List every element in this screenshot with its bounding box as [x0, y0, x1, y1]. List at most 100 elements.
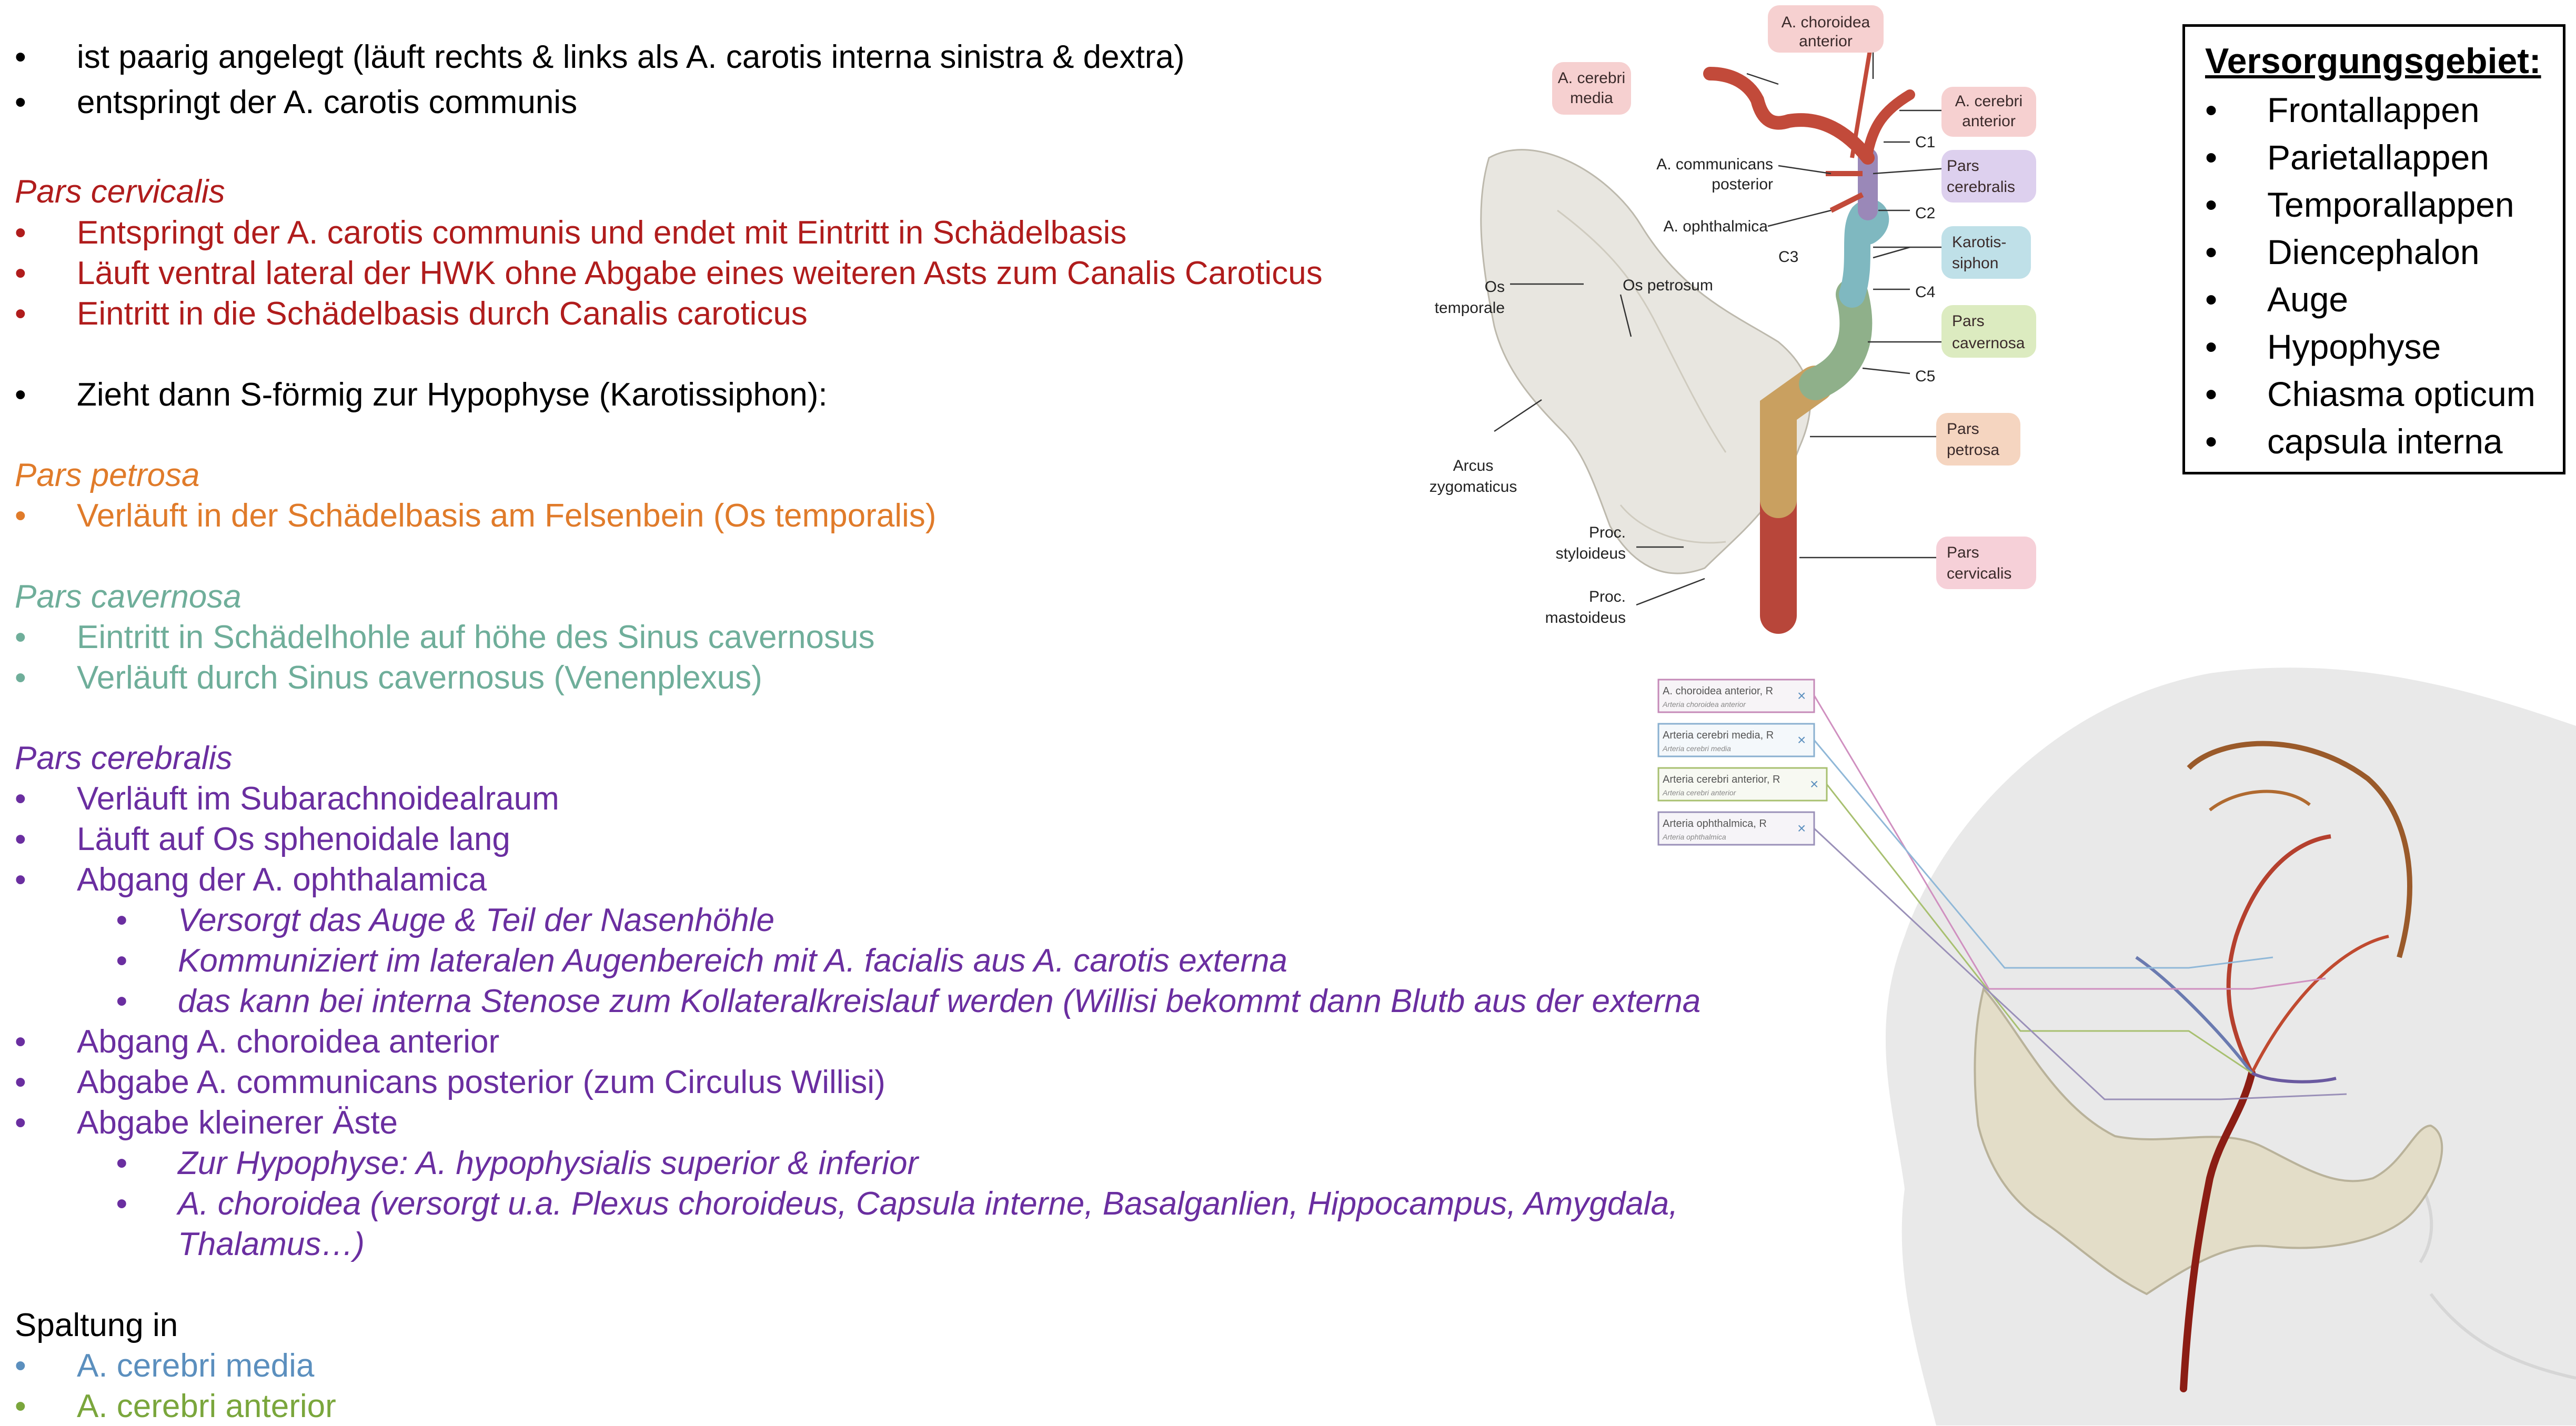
- svg-text:Arteria ophthalmica, R: Arteria ophthalmica, R: [1663, 818, 1767, 830]
- svg-text:cavernosa: cavernosa: [1952, 335, 2025, 352]
- region-label: Frontallappen: [2267, 90, 2480, 129]
- head-3d-figure: A. choroidea anterior, R Arteria choroid…: [1657, 668, 2576, 1425]
- list-item: •Frontallappen: [2205, 90, 2480, 129]
- heading-pars-cervicalis: Pars cervicalis: [15, 174, 225, 210]
- label-karotissiphon: Karotis- siphon: [1941, 226, 2031, 279]
- cervicalis-item: Entspringt der A. carotis communis und e…: [77, 215, 1127, 251]
- bullet: •: [15, 1024, 26, 1060]
- label-arcus: Arcus: [1453, 457, 1494, 474]
- bullet: •: [15, 255, 26, 291]
- heading-pars-cavernosa: Pars cavernosa: [15, 579, 242, 615]
- svg-text:Pars: Pars: [1952, 312, 1985, 330]
- close-icon[interactable]: ×: [1797, 820, 1806, 836]
- label-card-choroidea: A. choroidea anterior, R Arteria choroid…: [1657, 679, 1815, 713]
- label-mastoideus: Proc.: [1589, 588, 1626, 605]
- region-label: Chiasma opticum: [2267, 375, 2535, 413]
- bullet: •: [15, 39, 26, 75]
- region-label: Hypophyse: [2267, 327, 2441, 366]
- cavernosa-item: Eintritt in Schädelhohle auf höhe des Si…: [77, 619, 875, 655]
- cerebralis-item: Abgabe kleinerer Äste: [77, 1105, 398, 1141]
- label-styloideus: styloideus: [1556, 545, 1626, 562]
- cerebralis-item: Verläuft im Subarachnoidealraum: [77, 781, 559, 817]
- region-label: capsula interna: [2267, 422, 2503, 461]
- label-mastoideus: mastoideus: [1545, 609, 1626, 626]
- svg-text:cerebralis: cerebralis: [1947, 178, 2015, 196]
- cervicalis-item: Läuft ventral lateral der HWK ohne Abgab…: [77, 255, 1323, 291]
- cerebralis-item: Abgang A. choroidea anterior: [77, 1024, 500, 1060]
- list-item: •Temporallappen: [2205, 185, 2514, 224]
- branch-sub-item: Zur Hypophyse: A. hypophysialis superior…: [178, 1145, 919, 1181]
- bullet: •: [15, 84, 26, 120]
- petrosa-item: Verläuft in der Schädelbasis am Felsenbe…: [77, 498, 937, 534]
- region-label: Diencephalon: [2267, 232, 2480, 271]
- svg-text:siphon: siphon: [1952, 255, 1998, 272]
- bullet: •: [15, 781, 26, 817]
- svg-text:anterior: anterior: [1962, 113, 2016, 130]
- svg-text:cervicalis: cervicalis: [1947, 565, 2011, 582]
- close-icon[interactable]: ×: [1810, 776, 1818, 792]
- ophthalmica-sub-item: das kann bei interna Stenose zum Kollate…: [178, 983, 1701, 1019]
- bullet: •: [15, 1388, 26, 1424]
- heading-pars-petrosa: Pars petrosa: [15, 457, 200, 493]
- cerebralis-item: Abgang der A. ophthalamica: [77, 862, 487, 898]
- label-styloideus: Proc.: [1589, 524, 1626, 541]
- label-pars-cervicalis: Pars cervicalis: [1936, 537, 2036, 589]
- bullet: •: [116, 943, 127, 979]
- svg-text:petrosa: petrosa: [1947, 441, 1999, 459]
- bullet: •: [15, 1105, 26, 1141]
- label-card-cerebri-media: Arteria cerebri media, R Arteria cerebri…: [1657, 723, 1815, 757]
- siphon-line: Zieht dann S-förmig zur Hypophyse (Karot…: [77, 377, 828, 413]
- label-c3: C3: [1778, 248, 1798, 266]
- close-icon[interactable]: ×: [1797, 732, 1806, 748]
- list-item: •Parietallappen: [2205, 138, 2489, 177]
- svg-text:Arteria cerebri anterior, R: Arteria cerebri anterior, R: [1663, 774, 1780, 785]
- bullet: •: [15, 862, 26, 898]
- bullet: •: [15, 377, 26, 413]
- svg-text:A. cerebri: A. cerebri: [1955, 93, 2022, 110]
- branch-sub-item: A. choroidea (versorgt u.a. Plexus choro…: [178, 1186, 1678, 1222]
- cerebralis-item: Läuft auf Os sphenoidale lang: [77, 821, 510, 857]
- svg-text:A. choroidea: A. choroidea: [1782, 14, 1870, 31]
- bullet: •: [15, 1064, 26, 1100]
- bullet: •: [15, 660, 26, 696]
- label-pars-petrosa: Pars petrosa: [1936, 413, 2020, 466]
- label-pars-cavernosa: Pars cavernosa: [1941, 305, 2036, 358]
- svg-text:Arteria cerebri media: Arteria cerebri media: [1662, 744, 1731, 753]
- ophthalmica-sub-item: Versorgt das Auge & Teil der Nasenhöhle: [178, 902, 774, 938]
- label-c1: C1: [1915, 134, 1935, 151]
- label-cerebri-anterior: A. cerebri anterior: [1941, 87, 2036, 137]
- pars-cavernosa-vessel: [1799, 278, 1873, 400]
- bullet: •: [15, 498, 26, 534]
- label-choroidea: A. choroidea anterior: [1768, 5, 1884, 53]
- intro-line: entspringt der A. carotis communis: [77, 84, 578, 120]
- versorgungsgebiet-title: Versorgungsgebiet:: [2205, 41, 2541, 81]
- heading-pars-cerebralis: Pars cerebralis: [15, 740, 233, 776]
- bullet: •: [116, 983, 127, 1019]
- skull-base-bone: [1974, 986, 2443, 1296]
- versorgungsgebiet-box: Versorgungsgebiet: •Frontallappen •Parie…: [2182, 24, 2565, 474]
- bullet: •: [116, 1186, 127, 1222]
- close-icon[interactable]: ×: [1797, 687, 1806, 704]
- bullet: •: [15, 296, 26, 332]
- label-c2: C2: [1915, 205, 1935, 222]
- carotis-anatomy-figure: A. choroidea anterior A. cerebri media A…: [1430, 5, 2036, 634]
- svg-text:Arteria ophthalmica: Arteria ophthalmica: [1662, 833, 1726, 841]
- label-cerebri-media: A. cerebri media: [1552, 62, 1631, 115]
- svg-text:Arteria choroidea anterior: Arteria choroidea anterior: [1662, 700, 1746, 709]
- split-item: A. cerebri media: [77, 1348, 315, 1384]
- label-os-temporale: temporale: [1435, 299, 1505, 317]
- intro-line: ist paarig angelegt (läuft rechts & link…: [77, 39, 1185, 75]
- label-ophthalmica: A. ophthalmica: [1664, 218, 1768, 235]
- list-item: •capsula interna: [2205, 422, 2503, 461]
- bullet: •: [15, 619, 26, 655]
- split-item: A. cerebri anterior: [77, 1388, 336, 1424]
- list-item: •Diencephalon: [2205, 232, 2480, 271]
- region-label: Parietallappen: [2267, 138, 2489, 177]
- cerebral-vessel: [2226, 834, 2331, 1074]
- pars-petrosa-vessel: [1760, 366, 1834, 518]
- label-arcus: zygomaticus: [1430, 478, 1517, 495]
- label-c4: C4: [1915, 284, 1935, 301]
- bullet: •: [15, 821, 26, 857]
- list-item: •Hypophyse: [2205, 327, 2441, 366]
- svg-text:anterior: anterior: [1799, 33, 1853, 50]
